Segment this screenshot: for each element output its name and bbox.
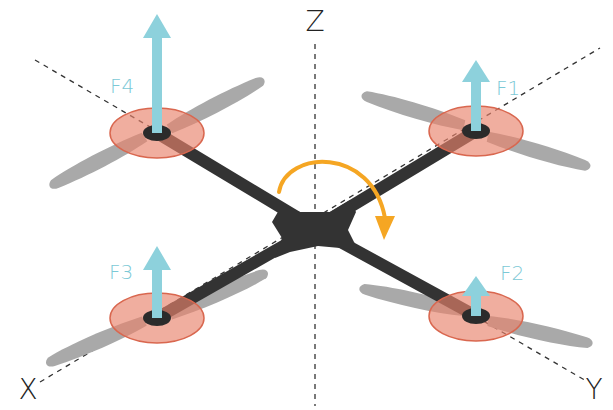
propellers <box>42 75 594 368</box>
drone-body <box>272 200 358 258</box>
yaw-arrow <box>279 162 395 240</box>
force-label: F1 <box>496 78 520 98</box>
hubs <box>143 123 490 326</box>
force-label: F2 <box>500 263 524 283</box>
axis-label: Z <box>305 8 324 36</box>
thrust-arrows <box>143 14 490 318</box>
force-label: F4 <box>110 76 134 96</box>
force-label: F3 <box>109 262 133 282</box>
rotor-discs <box>110 106 523 343</box>
arms <box>157 131 476 318</box>
axis-label: X <box>18 376 37 404</box>
axis-lines <box>35 44 600 406</box>
axis-label: Y <box>585 376 602 404</box>
